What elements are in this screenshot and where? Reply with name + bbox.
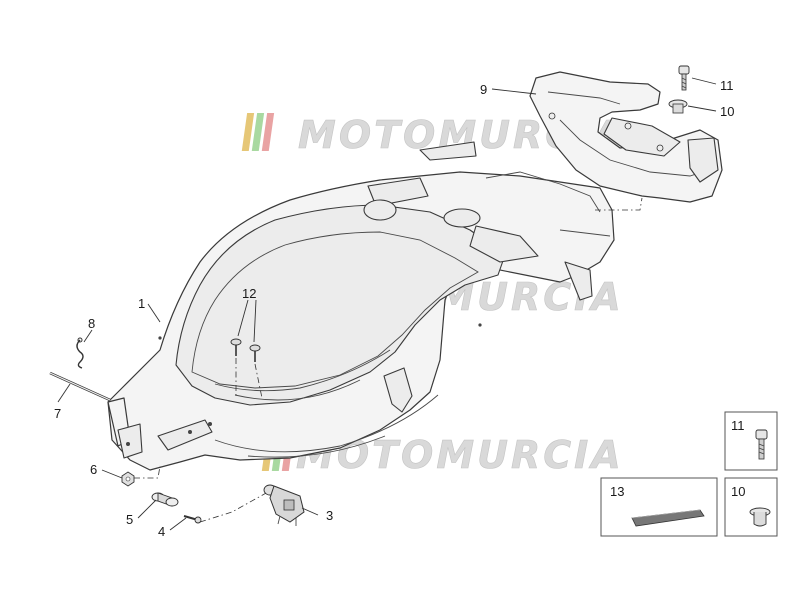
spacer-part-5	[151, 492, 179, 507]
leader-11	[691, 77, 717, 85]
leader-12	[237, 299, 257, 343]
bolt-part-11	[678, 65, 690, 91]
leader-7	[57, 383, 71, 403]
watermark-stripe-green	[251, 113, 265, 151]
callout-1: 1	[138, 296, 145, 311]
helmet-compartment-part-1	[107, 171, 615, 471]
legend-box-10: 10	[724, 477, 778, 537]
watermark-stripe-red	[261, 113, 275, 151]
leader-3	[301, 507, 319, 516]
clip-part-8	[76, 337, 84, 369]
bush-part-10	[668, 99, 688, 114]
nut-part-6	[121, 471, 135, 487]
callout-5: 5	[126, 512, 133, 527]
screw-icon	[230, 338, 242, 356]
legend-box-11: 11	[724, 411, 778, 471]
callout-4: 4	[158, 524, 165, 539]
callout-3: 3	[326, 508, 333, 523]
callout-9: 9	[480, 82, 487, 97]
bush-icon	[749, 507, 771, 527]
leader-10	[687, 105, 717, 112]
adhesive-strip-icon	[631, 509, 705, 527]
rear-carrier-part-9	[419, 71, 723, 211]
legend-box-13-label: 13	[610, 484, 624, 499]
bolt-icon	[755, 429, 768, 460]
legend-box-10-label: 10	[731, 484, 745, 499]
leader-8	[83, 329, 93, 343]
legend-box-11-label: 11	[731, 418, 745, 433]
legend-box-13: 13	[600, 477, 718, 537]
leader-5	[137, 499, 157, 519]
callout-7: 7	[54, 406, 61, 421]
callout-10: 10	[720, 104, 734, 119]
leader-9	[491, 88, 537, 95]
callout-11: 11	[720, 78, 734, 93]
lock-connector-part-3	[263, 484, 305, 526]
watermark-stripe-yellow	[241, 113, 255, 151]
screw-part-4	[183, 515, 202, 524]
callout-8: 8	[88, 316, 95, 331]
leader-4	[169, 517, 187, 531]
screw-icon	[249, 344, 261, 362]
callout-12: 12	[242, 286, 256, 301]
screws-part-12	[230, 338, 263, 399]
callout-6: 6	[90, 462, 97, 477]
rod-part-7	[49, 371, 111, 402]
leader-6	[101, 469, 123, 479]
leader-1	[147, 303, 161, 323]
